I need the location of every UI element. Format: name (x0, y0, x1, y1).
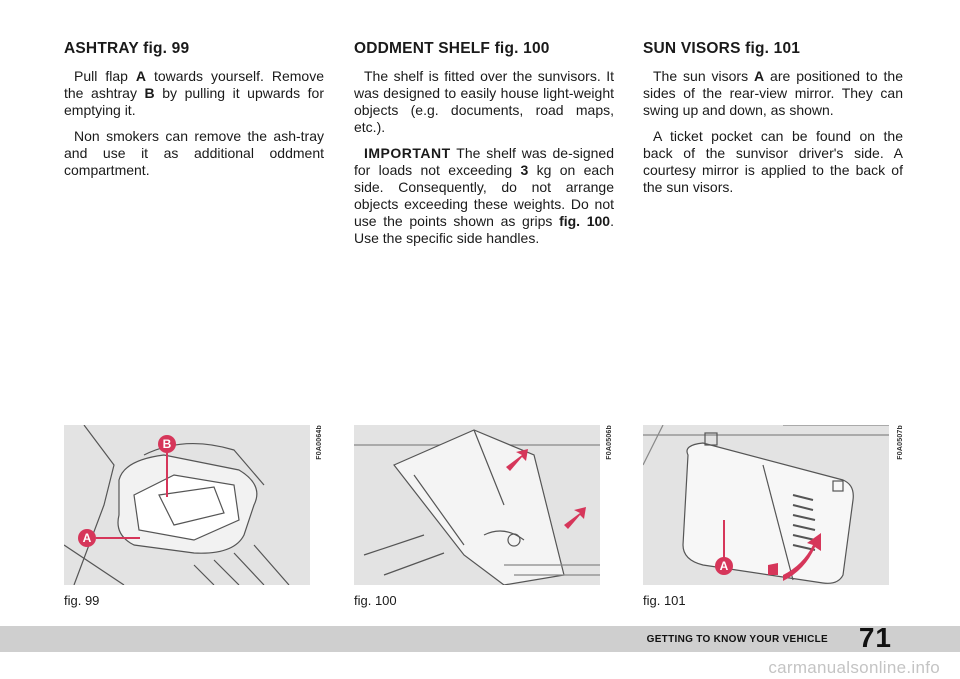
callout-label-b: B (158, 435, 176, 453)
text-run: towards yourself. Remove the ashtray (64, 68, 324, 101)
section-title: SUN VISORS fig. 101 (643, 40, 801, 57)
text-run: . Use the specific side handles. (354, 213, 614, 246)
chapter-title: GETTING TO KNOW YOUR VEHICLE (646, 634, 828, 645)
watermark: carmanualsonline.info (768, 658, 940, 677)
callout-line (96, 537, 140, 539)
text-run: fig. 100 (559, 213, 611, 229)
text-run: Pull flap (74, 68, 136, 84)
shelf-illustration (354, 429, 600, 585)
text-run: B (144, 85, 155, 101)
callout-label-a: A (715, 557, 733, 575)
text-run: The sun visors (653, 68, 754, 84)
figure-code: F0A0064b (316, 425, 323, 460)
figure-caption: fig. 100 (354, 593, 397, 608)
section-sun-visors: SUN VISORS fig. 101 The sun visors A are… (643, 40, 903, 205)
page-number: 71 (858, 622, 892, 653)
figure-ashtray: B A (64, 425, 310, 585)
paragraph: A ticket pocket can be found on the back… (643, 128, 903, 195)
figure-code: F0A0506b (606, 425, 613, 460)
section-title: ODDMENT SHELF fig. 100 (354, 40, 550, 57)
ashtray-illustration (64, 425, 290, 585)
text-run: 3 (520, 162, 529, 178)
paragraph: The sun visors A are positioned to the s… (643, 68, 903, 119)
text-run: by pulling it upwards for emptying it. (64, 85, 324, 118)
text-run: are positioned to the sides of the rear-… (643, 68, 903, 118)
section-oddment-shelf: ODDMENT SHELF fig. 100 The shelf is fitt… (354, 40, 614, 256)
figure-oddment-shelf (354, 425, 600, 585)
sun-visor-illustration (643, 425, 889, 584)
callout-label-a: A (78, 529, 96, 547)
section-title: ASHTRAY fig. 99 (64, 40, 190, 57)
figure-sun-visors: A (643, 425, 889, 585)
callout-line (166, 453, 168, 497)
callout-line (723, 520, 725, 558)
section-ashtray: ASHTRAY fig. 99 Pull flap A towards your… (64, 40, 324, 188)
page-footer: GETTING TO KNOW YOUR VEHICLE 71 (0, 622, 960, 653)
paragraph: Non smokers can remove the ash-tray and … (64, 128, 324, 178)
text-run: The shelf was de-signed for loads not ex… (354, 145, 614, 178)
paragraph: Pull flap A towards yourself. Remove the… (64, 68, 324, 119)
text-run: A (754, 68, 765, 84)
paragraph: IMPORTANT The shelf was de-signed for lo… (354, 145, 614, 247)
figure-caption: fig. 101 (643, 593, 686, 608)
text-run: A (135, 68, 146, 84)
important-label: IMPORTANT (364, 145, 451, 161)
figure-caption: fig. 99 (64, 593, 100, 608)
figure-code: F0A0507b (897, 425, 904, 460)
text-run: kg on each side. Consequently, do not ar… (354, 162, 615, 229)
paragraph: The shelf is fitted over the sunvisors. … (354, 68, 614, 135)
